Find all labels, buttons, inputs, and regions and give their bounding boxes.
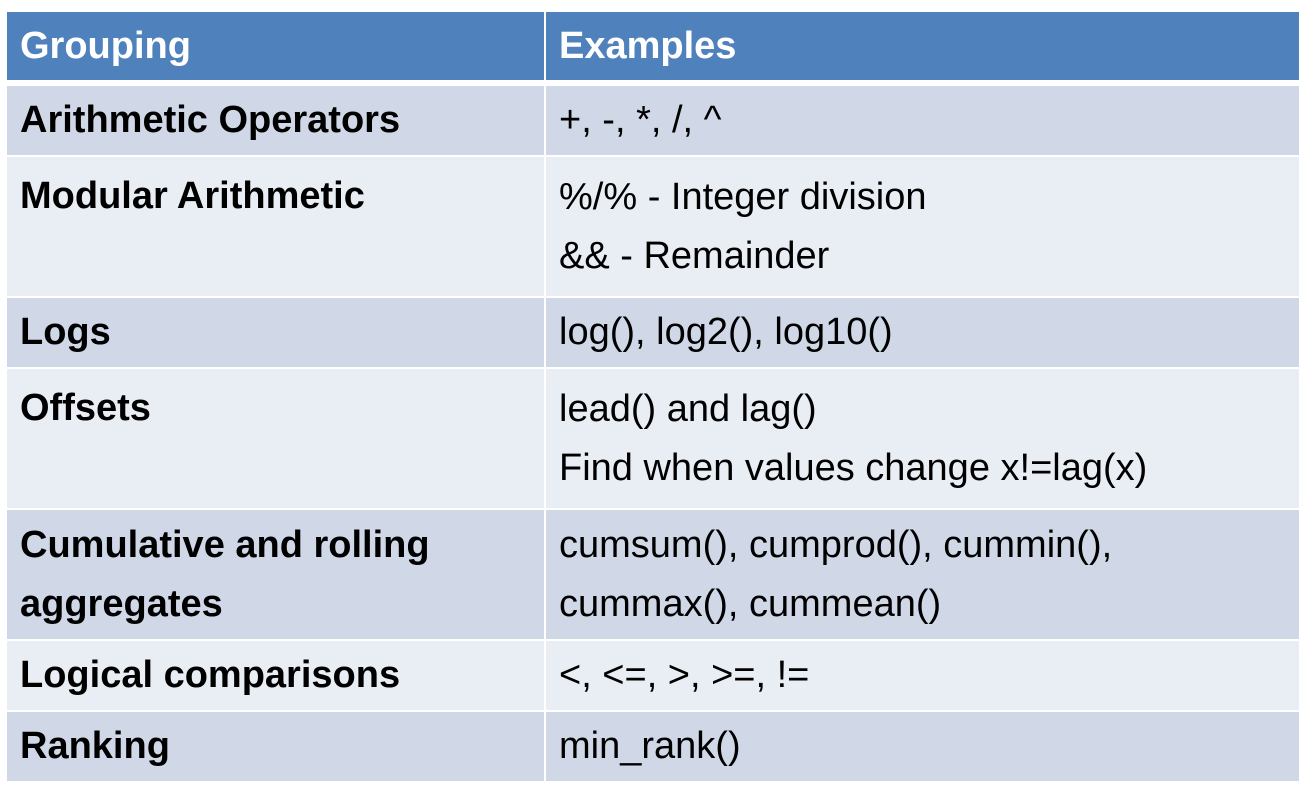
table-row: Arithmetic Operators +, -, *, /, ^ (5, 82, 1301, 157)
table-row: Ranking min_rank() (5, 710, 1301, 783)
grouping-cell: Cumulative and rolling aggregates (5, 508, 546, 641)
examples-text: cummax(), cummean() (559, 582, 942, 625)
table-row: Modular Arithmetic %/% - Integer divisio… (5, 155, 1301, 298)
header-examples: Examples (544, 10, 1301, 86)
grouping-cell: Logs (5, 296, 546, 369)
examples-cell: %/% - Integer division && - Remainder (544, 155, 1301, 298)
table-row: Offsets lead() and lag() Find when value… (5, 367, 1301, 510)
examples-cell: +, -, *, /, ^ (544, 82, 1301, 157)
grouping-text: aggregates (20, 582, 223, 625)
grouping-cell: Ranking (5, 710, 546, 783)
grouping-text: Logical comparisons (20, 654, 401, 696)
grouping-cell: Arithmetic Operators (5, 82, 546, 157)
examples-text: min_rank() (559, 725, 741, 767)
examples-text: cumsum(), cumprod(), cummin(), (559, 523, 1113, 566)
grouping-cell: Offsets (5, 367, 546, 510)
grouping-text: Logs (20, 311, 111, 353)
examples-cell: min_rank() (544, 710, 1301, 783)
grouping-text: Offsets (20, 387, 151, 429)
grouping-text: Cumulative and rolling (20, 523, 430, 566)
examples-cell: cumsum(), cumprod(), cummin(), cummax(),… (544, 508, 1301, 641)
examples-cell: lead() and lag() Find when values change… (544, 367, 1301, 510)
grouping-text: Ranking (20, 725, 170, 767)
examples-text: %/% - Integer division (559, 175, 927, 218)
examples-text: && - Remainder (559, 234, 830, 277)
grouping-text: Modular Arithmetic (20, 175, 365, 217)
grouping-cell: Modular Arithmetic (5, 155, 546, 298)
examples-cell: log(), log2(), log10() (544, 296, 1301, 369)
examples-text: +, -, *, /, ^ (559, 99, 722, 141)
table-row: Logs log(), log2(), log10() (5, 296, 1301, 369)
examples-text: <, <=, >, >=, != (559, 654, 810, 696)
table-row: Logical comparisons <, <=, >, >=, != (5, 639, 1301, 712)
examples-text: lead() and lag() (559, 387, 817, 430)
examples-cell: <, <=, >, >=, != (544, 639, 1301, 712)
header-grouping: Grouping (5, 10, 546, 86)
functions-table-container: Grouping Examples Arithmetic Operators +… (5, 10, 1301, 783)
grouping-text: Arithmetic Operators (20, 99, 401, 141)
functions-table: Grouping Examples Arithmetic Operators +… (5, 10, 1301, 783)
examples-text: Find when values change x!=lag(x) (559, 446, 1148, 489)
examples-text: log(), log2(), log10() (559, 311, 893, 353)
table-header-row: Grouping Examples (5, 10, 1301, 86)
grouping-cell: Logical comparisons (5, 639, 546, 712)
table-row: Cumulative and rolling aggregates cumsum… (5, 508, 1301, 641)
